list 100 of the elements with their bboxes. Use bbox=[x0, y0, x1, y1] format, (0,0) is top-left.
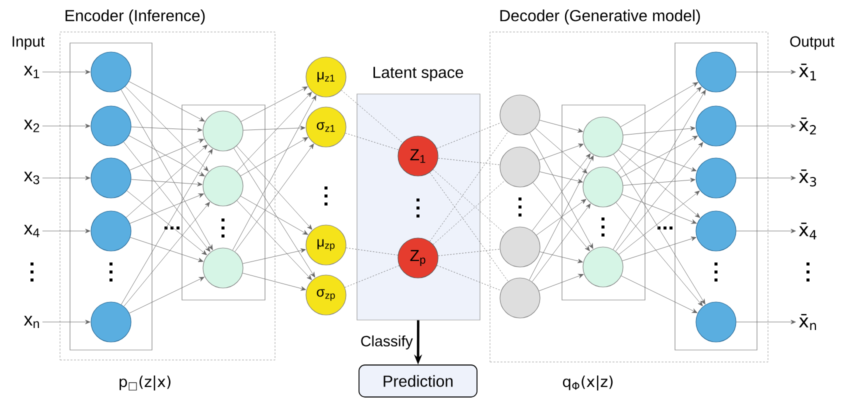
arrow bbox=[240, 196, 308, 235]
arrow bbox=[42, 228, 90, 234]
arrow bbox=[736, 228, 796, 234]
neuron-circle bbox=[696, 52, 736, 92]
neuron-circle bbox=[90, 210, 132, 252]
arrow bbox=[622, 236, 696, 262]
arrow bbox=[538, 144, 584, 160]
input-label: x$_{4}$ bbox=[24, 224, 40, 238]
arrow bbox=[618, 190, 700, 255]
arrow bbox=[234, 144, 314, 252]
arrow bbox=[128, 135, 205, 176]
arrow bbox=[131, 126, 202, 132]
output-label: x̄$_{2}$ bbox=[798, 118, 816, 134]
neuron-circle bbox=[90, 158, 132, 198]
arrow bbox=[130, 237, 204, 262]
arrow bbox=[532, 204, 591, 282]
arrow bbox=[622, 126, 696, 136]
arrow bbox=[736, 176, 796, 180]
neuron-circle bbox=[90, 52, 132, 92]
connection-line bbox=[345, 132, 399, 150]
arrow bbox=[622, 194, 697, 224]
arrow bbox=[232, 95, 316, 250]
arrow bbox=[539, 120, 584, 133]
connection-line bbox=[436, 265, 502, 291]
arrow bbox=[124, 202, 210, 307]
connection-line bbox=[432, 169, 506, 234]
connection-line bbox=[344, 265, 400, 288]
neuron-circle bbox=[696, 106, 736, 146]
arrow bbox=[240, 137, 308, 176]
arrow bbox=[621, 276, 698, 314]
arrow bbox=[236, 200, 312, 280]
layer-box bbox=[562, 104, 646, 300]
arrow bbox=[529, 155, 594, 280]
section-title: Decoder (Generative model) bbox=[500, 10, 700, 24]
arrow bbox=[736, 70, 796, 74]
arrow bbox=[536, 199, 586, 236]
arrow bbox=[234, 148, 316, 278]
section-title: Latent space bbox=[374, 66, 464, 82]
connection-line bbox=[436, 122, 502, 149]
arrow bbox=[236, 92, 312, 172]
arrow bbox=[42, 124, 90, 128]
arrow bbox=[617, 86, 702, 173]
arrow bbox=[236, 146, 312, 230]
layer-box bbox=[182, 104, 266, 300]
connection-line bbox=[438, 158, 500, 166]
arrow bbox=[42, 70, 90, 74]
input-label: x$_{3}$ bbox=[24, 172, 40, 184]
arrow bbox=[130, 193, 204, 224]
arrow bbox=[538, 274, 584, 292]
arrow bbox=[125, 86, 209, 172]
neuron-circle bbox=[500, 94, 540, 136]
neuron-circle bbox=[202, 248, 244, 288]
arrow bbox=[736, 320, 796, 324]
arrow bbox=[131, 179, 202, 186]
arrow bbox=[620, 82, 698, 128]
io-heading: Output bbox=[790, 36, 834, 50]
neuron-circle bbox=[202, 166, 244, 206]
arrow bbox=[622, 144, 697, 172]
arrow bbox=[120, 89, 213, 250]
neuron-circle bbox=[696, 158, 736, 198]
formula-caption: q$_{Φ}$(x|z) bbox=[562, 376, 613, 390]
arrow bbox=[121, 148, 213, 305]
arrow bbox=[613, 154, 706, 304]
input-label: x$_{1}$ bbox=[24, 66, 40, 78]
arrow bbox=[128, 81, 205, 122]
connection-line bbox=[430, 131, 508, 242]
connection-line bbox=[346, 248, 398, 256]
arrow bbox=[130, 138, 204, 170]
arrow bbox=[612, 90, 706, 250]
output-label: x̄$_{4}$ bbox=[798, 222, 816, 240]
neuron-circle bbox=[696, 302, 736, 342]
layer-box bbox=[70, 42, 152, 350]
prediction-box: Prediction bbox=[358, 364, 478, 398]
input-label: x$_{2}$ bbox=[24, 120, 40, 132]
neuron-circle bbox=[500, 278, 540, 318]
section-title: Encoder (Inference) bbox=[66, 10, 205, 24]
edge-label: Classify bbox=[359, 334, 414, 350]
connection-line bbox=[438, 248, 500, 256]
arrow bbox=[618, 150, 700, 218]
arrow bbox=[129, 276, 204, 314]
arrow bbox=[240, 86, 308, 122]
connection-line bbox=[432, 180, 506, 245]
arrow bbox=[736, 124, 796, 128]
arrow bbox=[243, 126, 306, 130]
arrow bbox=[530, 132, 594, 249]
neuron-circle bbox=[202, 110, 244, 152]
arrow bbox=[535, 128, 588, 174]
arrow bbox=[616, 202, 703, 306]
arrow bbox=[126, 144, 208, 218]
neuron-circle bbox=[696, 210, 736, 252]
arrow bbox=[532, 153, 591, 232]
arrow bbox=[532, 182, 590, 252]
arrow bbox=[615, 142, 704, 252]
neuron-circle bbox=[90, 302, 132, 342]
output-label: x̄$_{3}$ bbox=[798, 170, 816, 186]
neuron-circle bbox=[582, 166, 624, 208]
neuron-circle bbox=[90, 106, 132, 146]
connection-line bbox=[341, 90, 403, 143]
arrow bbox=[540, 252, 583, 264]
formula-caption: p$_{□}$(z|x) bbox=[120, 376, 170, 390]
